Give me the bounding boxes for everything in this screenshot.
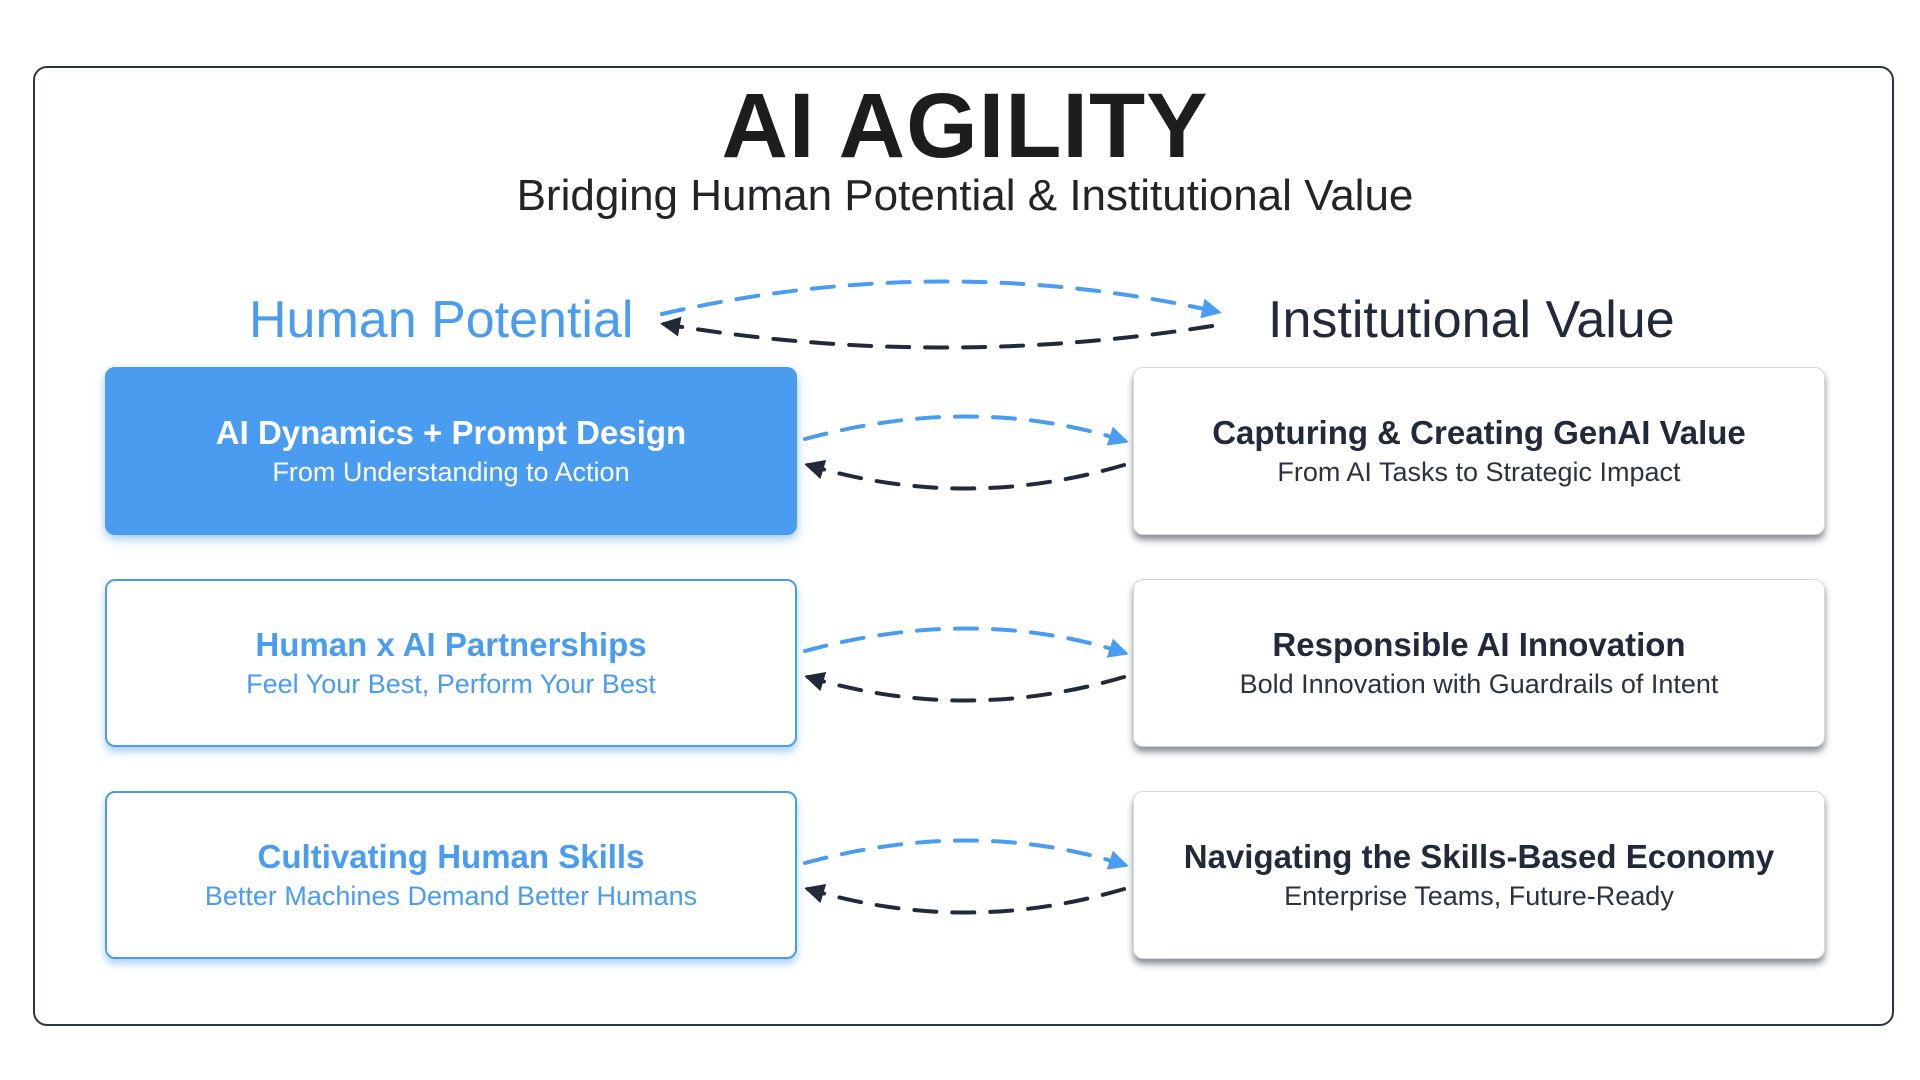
human-potential-heading: Human Potential [249,291,634,349]
box-subtitle: Better Machines Demand Better Humans [204,881,698,911]
human-skills-box: Cultivating Human Skills Better Machines… [105,791,797,959]
box-subtitle: From Understanding to Action [272,457,630,487]
responsible-ai-box: Responsible AI Innovation Bold Innovatio… [1133,579,1825,747]
box-subtitle: From AI Tasks to Strategic Impact [1277,457,1681,487]
box-subtitle: Bold Innovation with Guardrails of Inten… [1239,669,1719,699]
box-subtitle: Enterprise Teams, Future-Ready [1284,881,1674,911]
box-subtitle: Feel Your Best, Perform Your Best [246,669,656,699]
box-title: Responsible AI Innovation [1272,626,1686,663]
skills-economy-box: Navigating the Skills-Based Economy Ente… [1133,791,1825,959]
box-title: Capturing & Creating GenAI Value [1212,414,1746,451]
diagram-frame [33,66,1894,1026]
box-title: AI Dynamics + Prompt Design [215,414,687,451]
page-subtitle: Bridging Human Potential & Institutional… [516,171,1414,220]
page-title: AI AGILITY [721,75,1209,177]
genai-value-box: Capturing & Creating GenAI Value From AI… [1133,367,1825,535]
box-title: Cultivating Human Skills [257,838,645,875]
ai-dynamics-box: AI Dynamics + Prompt Design From Underst… [105,367,797,535]
box-title: Human x AI Partnerships [255,626,647,663]
institutional-value-heading: Institutional Value [1268,291,1675,349]
box-title: Navigating the Skills-Based Economy [1183,838,1775,875]
human-ai-partnerships-box: Human x AI Partnerships Feel Your Best, … [105,579,797,747]
